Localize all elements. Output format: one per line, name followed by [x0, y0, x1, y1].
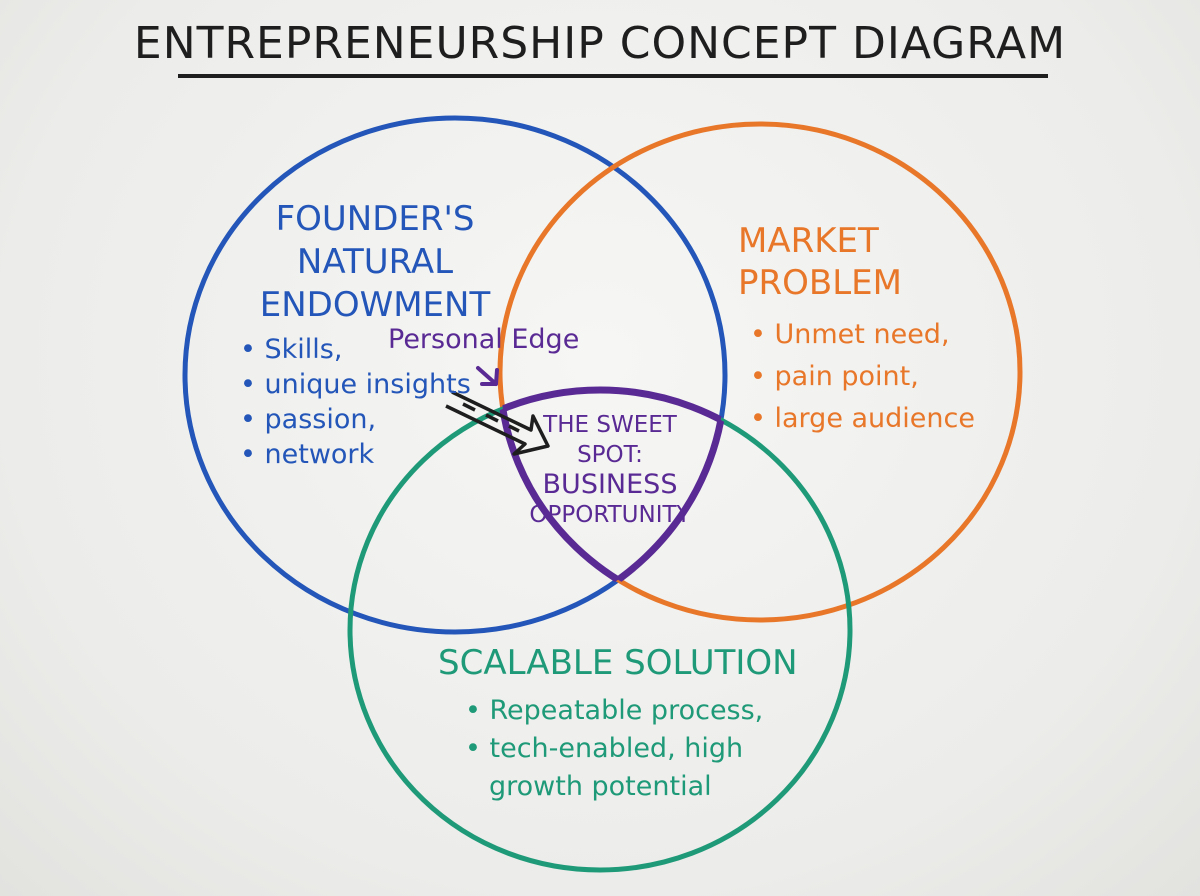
founder-heading-line: NATURAL: [296, 242, 454, 282]
market-heading: MARKET PROBLEM: [738, 220, 902, 304]
list-item: • Unmet need,: [750, 319, 950, 350]
market-heading-line: PROBLEM: [738, 263, 902, 303]
founder-heading: FOUNDER'S NATURAL ENDOWMENT: [255, 198, 495, 327]
sweet-spot-line: BUSINESS: [542, 469, 678, 500]
list-item: • passion,: [240, 404, 377, 435]
sweet-spot-outline: [496, 386, 729, 624]
arrow-down-right-icon: [445, 390, 550, 456]
list-item: • network: [240, 439, 375, 470]
list-item: • Skills,: [240, 334, 343, 365]
list-item: • large audience: [750, 403, 975, 434]
personal-edge-label: Personal Edge: [388, 324, 580, 355]
solution-heading: SCALABLE SOLUTION: [438, 643, 798, 683]
solution-list: • Repeatable process, • tech-enabled, hi…: [465, 692, 763, 806]
sweet-spot-line: OPPORTUNITY: [529, 502, 691, 528]
list-item: • unique insights: [240, 369, 471, 400]
founder-list: • Skills, • unique insights • passion, •…: [240, 332, 471, 472]
founder-circle: [182, 115, 728, 635]
list-item: • tech-enabled, high: [465, 733, 744, 764]
list-item: • pain point,: [750, 361, 919, 392]
page-title: ENTREPRENEURSHIP CONCEPT DIAGRAM: [133, 18, 1067, 69]
market-circle: [497, 121, 1023, 623]
list-item: • Repeatable process,: [465, 695, 764, 726]
sweet-spot-line: SPOT:: [577, 442, 643, 468]
sweet-spot-line: THE SWEET: [543, 412, 677, 438]
founder-heading-line: FOUNDER'S: [275, 199, 475, 239]
personal-edge-arrow-icon: [476, 366, 499, 386]
market-heading-line: MARKET: [738, 221, 879, 261]
sweet-spot-label: THE SWEET SPOT: BUSINESS OPPORTUNITY: [520, 410, 700, 530]
founder-heading-line: ENDOWMENT: [259, 285, 491, 325]
market-list: • Unmet need, • pain point, • large audi…: [750, 314, 975, 440]
list-item: growth potential: [489, 771, 712, 802]
